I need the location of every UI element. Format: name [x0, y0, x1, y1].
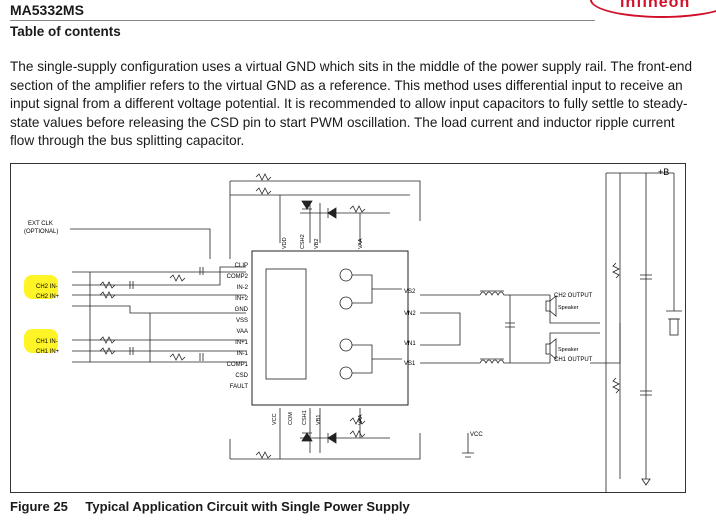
pin-vb1: VB1: [316, 415, 322, 425]
input-network: [70, 228, 246, 363]
header-divider: [10, 20, 595, 21]
bottom-network: [229, 408, 474, 460]
input-ch2-plus: CH2 IN+: [36, 294, 60, 300]
speaker-ch1-label: Speaker: [558, 347, 579, 353]
vcc-label: VCC: [470, 432, 483, 438]
body-paragraph: The single-supply configuration uses a v…: [10, 59, 693, 149]
amplifier-ic: [251, 250, 409, 406]
input-ch1-plus: CH1 IN+: [36, 349, 60, 355]
highlight-ch1: [24, 329, 58, 353]
pin-vs1: VS1: [404, 361, 416, 367]
rail-label: +B: [658, 167, 669, 177]
ic-core-block: [265, 268, 307, 380]
pin-vaa-top: VAA: [358, 238, 364, 249]
input-ch1-minus: CH1 IN-: [36, 339, 58, 345]
top-pins: VDD CSH2 VB2 VAA: [282, 234, 364, 249]
pin-vcc: VCC: [272, 413, 278, 425]
output-network: [420, 172, 682, 493]
pin-csh1: CSH1: [302, 410, 308, 425]
pin-clip: CLIP: [235, 263, 248, 269]
circuit-diagram: +B EXT CLK (OPTIONAL) CH2 IN- CH2 IN+ CH…: [10, 163, 686, 493]
pin-vaa: VAA: [236, 329, 248, 335]
speaker-ch2-label: Speaker: [558, 305, 579, 311]
pin-csd: CSD: [235, 373, 248, 379]
pin-vss: VSS: [236, 318, 248, 324]
pin-comp2: COMP2: [227, 274, 249, 280]
section-title-link[interactable]: Table of contents: [10, 24, 121, 39]
document-title: MA5332MS: [10, 2, 84, 18]
pin-vb2: VB2: [314, 239, 320, 249]
figure-frame: [10, 163, 686, 493]
highlight-ch2: [24, 275, 58, 299]
pin-vaa-bottom: VAA: [358, 414, 364, 425]
pin-fault: FAULT: [230, 384, 249, 390]
bottom-pins: VCC COM CSH1 VB1 VAA: [272, 410, 364, 425]
ext-clk-sub-label: (OPTIONAL): [24, 229, 58, 235]
pin-in-plus-2: IN+2: [235, 296, 249, 302]
pin-vdd: VDD: [282, 237, 288, 249]
pin-in-plus-1: IN+1: [235, 340, 249, 346]
top-network: [229, 173, 421, 259]
pin-vn1: VN1: [404, 341, 416, 347]
ext-clk-label: EXT CLK: [28, 221, 53, 227]
pin-comp1: COMP1: [227, 362, 249, 368]
ch1-output-label: CH1 OUTPUT: [554, 357, 593, 363]
pin-in-minus-2: IN-2: [237, 285, 249, 291]
pin-gnd: GND: [235, 307, 249, 313]
pin-csh2: CSH2: [300, 234, 306, 249]
pin-vs2: VS2: [404, 289, 416, 295]
pin-in-minus-1: IN-1: [237, 351, 249, 357]
left-pins: CLIP COMP2 IN-2 IN+2 GND VSS VAA IN+1 IN…: [227, 263, 249, 390]
figure-number: Figure 25: [10, 499, 68, 514]
pin-vn2: VN2: [404, 311, 416, 317]
ch2-output-label: CH2 OUTPUT: [554, 293, 593, 299]
output-fets: [339, 268, 402, 380]
figure-caption: Figure 25 Typical Application Circuit wi…: [10, 499, 410, 514]
company-logo: infineon: [620, 0, 691, 11]
figure-title: Typical Application Circuit with Single …: [85, 499, 410, 514]
pin-com: COM: [288, 412, 294, 425]
right-pins: VS2 VN2 VN1 VS1: [404, 289, 416, 367]
input-ch2-minus: CH2 IN-: [36, 284, 58, 290]
